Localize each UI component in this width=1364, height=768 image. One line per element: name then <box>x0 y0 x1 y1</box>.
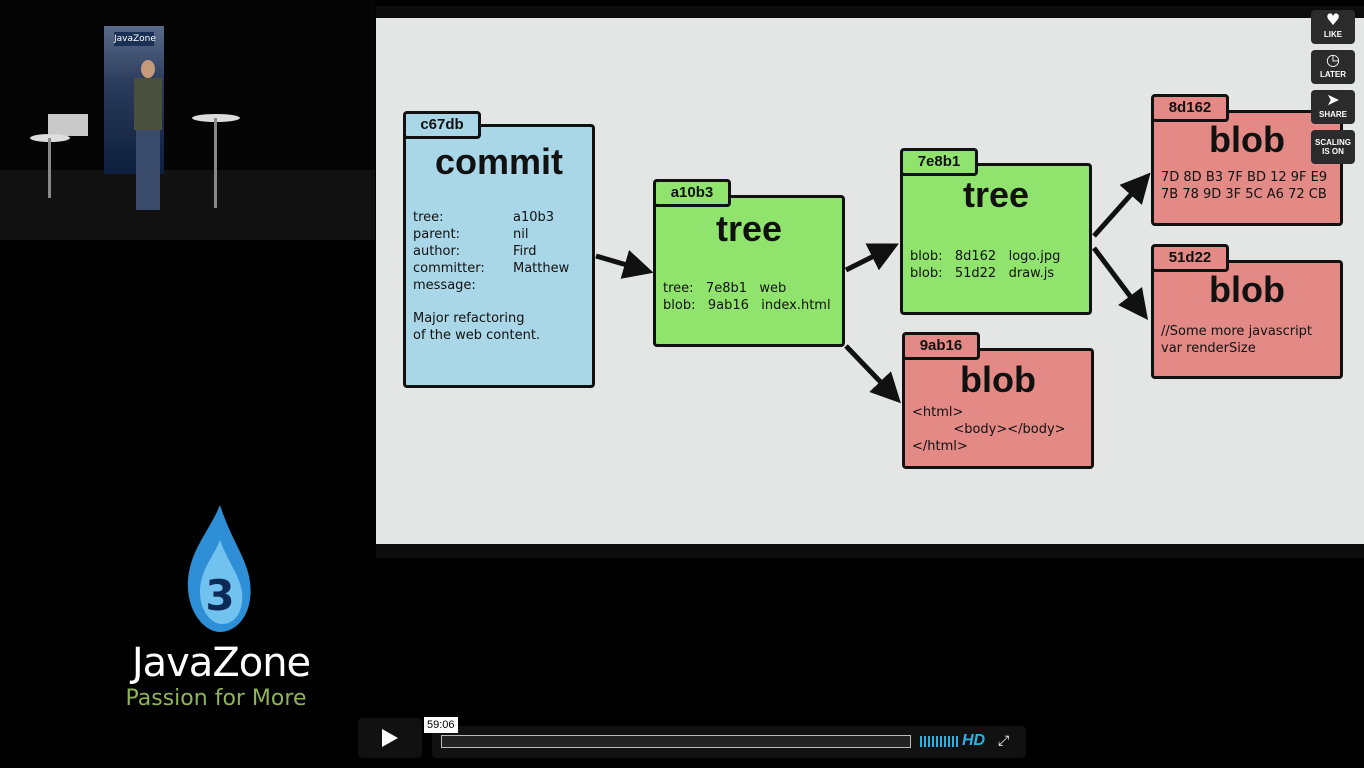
blob-type-title: blob <box>1209 269 1285 310</box>
blob-type-title: blob <box>1209 119 1285 160</box>
arrow-tree-to-blob-51d22 <box>1092 246 1148 320</box>
blob-content: //Some more javascript var renderSize <box>1161 324 1313 356</box>
hd-toggle[interactable]: HD <box>962 732 986 749</box>
tree-hash-tab: a10b3 <box>653 179 731 207</box>
banner-text: JavaZone <box>114 32 156 46</box>
blob-hash-tab: 9ab16 <box>902 332 980 360</box>
play-button[interactable] <box>358 718 422 758</box>
commit-message: Major refactoring of the web content. <box>413 311 541 343</box>
volume-bar <box>940 736 942 747</box>
volume-bar <box>956 736 958 747</box>
tree-entries: tree: 7e8b1 web blob: 9ab16 index.html <box>663 281 831 313</box>
laptop <box>48 114 88 136</box>
arrow-tree-to-blob-9ab16 <box>844 344 901 404</box>
scaling-button[interactable]: SCALING IS ON <box>1311 130 1355 164</box>
blob-type-title: blob <box>960 359 1036 400</box>
blob-hash-tab: 8d162 <box>1151 94 1229 122</box>
like-button[interactable]: ♥ LIKE <box>1311 10 1355 44</box>
fullscreen-icon[interactable]: ⤢ <box>998 733 1010 749</box>
later-label: LATER <box>1319 70 1347 79</box>
commit-box: commit tree: parent: author: committer: … <box>403 124 595 388</box>
tree-box-7e8b1: tree blob: 8d162 logo.jpg blob: 51d22 dr… <box>900 163 1092 315</box>
blob-box-51d22: blob //Some more javascript var renderSi… <box>1151 260 1343 379</box>
stage-floor <box>0 170 375 240</box>
table-stand <box>48 138 51 198</box>
heart-icon: ♥ <box>1325 10 1341 29</box>
volume-bar <box>924 736 926 747</box>
arrow-commit-to-tree <box>595 250 654 279</box>
volume-bar <box>952 736 954 747</box>
commit-hash-tab: c67db <box>403 111 481 139</box>
table-stand <box>214 118 217 208</box>
watch-later-button[interactable]: ◷ LATER <box>1311 50 1355 84</box>
volume-bar <box>932 736 934 747</box>
object-graph-arrows <box>595 172 1151 404</box>
commit-values: a10b3 nil Fird Matthew <box>513 210 570 276</box>
blob-box-9ab16: blob <html> <body></body> </html> <box>902 348 1094 469</box>
progress-bar[interactable] <box>441 735 911 748</box>
javazone-flame-logo: 3 <box>187 505 251 632</box>
arrow-tree-to-tree <box>844 243 899 273</box>
arrow-tree-to-blob-8d162 <box>1092 172 1151 238</box>
speaker-video: JavaZone <box>0 0 375 240</box>
time-tooltip: 59:06 <box>424 717 458 733</box>
volume-bar <box>944 736 946 747</box>
slide-canvas: commit tree: parent: author: committer: … <box>376 18 1364 544</box>
commit-type-title: commit <box>434 141 564 182</box>
volume-bar <box>948 736 950 747</box>
volume-bar <box>920 736 922 747</box>
blob-content: 7D 8D B3 7F BD 12 9F E9 7B 78 9D 3F 5C A… <box>1161 170 1328 202</box>
presentation-slide: commit tree: parent: author: committer: … <box>376 6 1364 558</box>
scaling-label: SCALING IS ON <box>1315 138 1351 156</box>
brand-tagline: Passion for More <box>125 686 307 711</box>
share-label: SHARE <box>1318 110 1347 119</box>
like-label: LIKE <box>1323 30 1343 39</box>
volume-control[interactable] <box>920 736 960 747</box>
share-icon: ➤ <box>1326 90 1340 109</box>
commit-fields: tree: parent: author: committer: message… <box>413 210 485 293</box>
share-button[interactable]: ➤ SHARE <box>1311 90 1355 124</box>
volume-bar <box>928 736 930 747</box>
brand-name: JavaZone <box>131 640 311 686</box>
tree-type-title: tree <box>962 174 1030 215</box>
blob-box-8d162: blob 7D 8D B3 7F BD 12 9F E9 7B 78 9D 3F… <box>1151 110 1343 226</box>
clock-icon: ◷ <box>1326 50 1340 69</box>
play-icon <box>382 729 398 747</box>
volume-bar <box>936 736 938 747</box>
speaker-person <box>130 60 166 210</box>
blob-content: <html> <body></body> </html> <box>912 405 1066 454</box>
tree-hash-tab: 7e8b1 <box>900 148 978 176</box>
logo-number: 3 <box>205 571 234 620</box>
tree-type-title: tree <box>715 208 783 249</box>
tree-entries: blob: 8d162 logo.jpg blob: 51d22 draw.js <box>910 249 1061 281</box>
blob-hash-tab: 51d22 <box>1151 244 1229 272</box>
player-control-bar: HD ⤢ <box>432 726 1026 758</box>
tree-box-a10b3: tree tree: 7e8b1 web blob: 9ab16 index.h… <box>653 195 845 347</box>
